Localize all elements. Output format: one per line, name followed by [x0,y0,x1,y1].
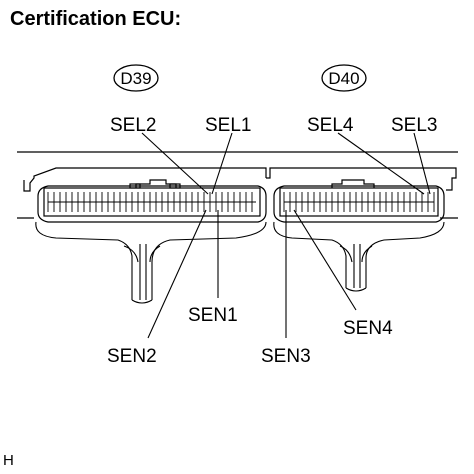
wire-harness-right [273,221,445,292]
label-sen2: SEN2 [107,346,157,367]
connector-d40-pins [283,192,435,212]
label-sel2: SEL2 [110,115,156,136]
leader-sel1 [211,132,233,195]
connector-d40-body [273,179,445,223]
label-sen1: SEN1 [188,305,238,326]
leader-sel3 [413,132,431,195]
label-sel3: SEL3 [391,115,437,136]
label-sel1: SEL1 [205,115,251,136]
connector-d39-pins [47,192,256,212]
connector-label-d40: D40 [321,64,367,92]
ecu-housing [17,151,458,219]
connector-id-d39: D39 [120,69,151,88]
leader-lines [141,132,431,339]
wire-harness-left [35,221,267,304]
leader-sel4 [337,132,425,195]
label-sel4: SEL4 [307,115,354,136]
label-sen3: SEN3 [261,346,311,367]
terminal-labels: SEL2 SEL1 SEL4 SEL3 SEN1 SEN4 SEN2 SEN3 [107,115,437,367]
diagram-title: Certification ECU: [10,8,182,30]
connector-label-d39: D39 [113,64,159,92]
connector-d39-body [37,179,267,223]
label-sen4: SEN4 [343,318,393,339]
leader-sel2 [141,132,209,195]
figure-code: H [3,452,14,469]
leader-sen4 [293,209,357,311]
leader-sen2 [147,209,207,339]
connector-id-d40: D40 [328,69,359,88]
